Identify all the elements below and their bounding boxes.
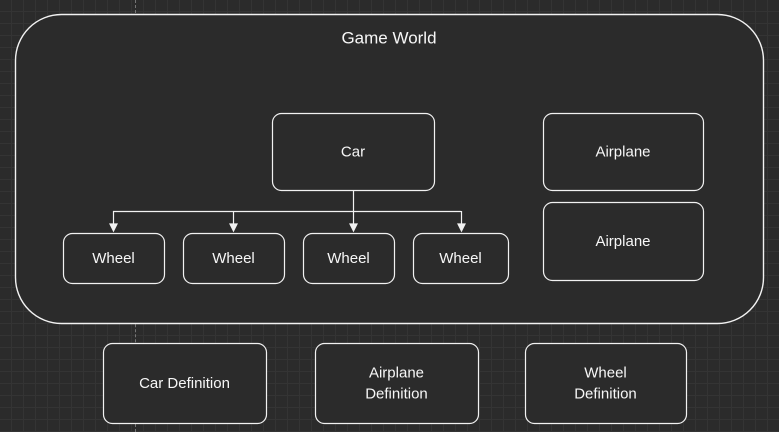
node-box-airplane-1[interactable] xyxy=(542,112,705,192)
node-box-wheel-1[interactable] xyxy=(62,232,166,285)
node-label-airplane-2: Airplane xyxy=(595,233,650,250)
definition-box-airplane-definition[interactable] xyxy=(314,342,480,425)
node-airplane-2[interactable]: Airplane xyxy=(542,201,705,282)
node-box-wheel-4[interactable] xyxy=(412,232,510,285)
arrow-head-icon-4 xyxy=(457,223,466,233)
arrow-head-icon-3 xyxy=(349,223,358,233)
node-wheel-2[interactable]: Wheel xyxy=(182,232,286,285)
definition-label-car-definition-line-1: Car Definition xyxy=(139,375,230,392)
node-airplane-1[interactable]: Airplane xyxy=(542,112,705,192)
node-label-car: Car xyxy=(341,143,365,160)
definition-label-airplane-definition-line-2: Definition xyxy=(365,385,428,402)
node-box-car[interactable] xyxy=(271,112,436,192)
node-wheel-3[interactable]: Wheel xyxy=(302,232,396,285)
node-label-wheel-3: Wheel xyxy=(327,250,370,267)
definition-label-airplane-definition-line-1: Airplane xyxy=(369,364,424,381)
node-box-wheel-3[interactable] xyxy=(302,232,396,285)
node-label-wheel-2: Wheel xyxy=(212,250,255,267)
node-label-wheel-4: Wheel xyxy=(439,250,482,267)
node-car[interactable]: Car xyxy=(271,112,436,192)
game-world-label: Game World xyxy=(341,28,436,47)
node-label-airplane-1: Airplane xyxy=(595,143,650,160)
definition-car-definition[interactable]: Car Definition xyxy=(102,342,268,425)
node-wheel-1[interactable]: Wheel xyxy=(62,232,166,285)
node-box-airplane-2[interactable] xyxy=(542,201,705,282)
arrow-head-icon-1 xyxy=(109,223,118,233)
arrow-head-icon-2 xyxy=(229,223,238,233)
definition-box-wheel-definition[interactable] xyxy=(524,342,688,425)
node-box-wheel-2[interactable] xyxy=(182,232,286,285)
definition-label-wheel-definition-line-1: Wheel xyxy=(584,364,627,381)
node-label-wheel-1: Wheel xyxy=(92,250,135,267)
definition-box-car-definition[interactable] xyxy=(102,342,268,425)
node-wheel-4[interactable]: Wheel xyxy=(412,232,510,285)
definition-label-wheel-definition-line-2: Definition xyxy=(574,385,637,402)
car-to-wheels-connectors xyxy=(109,190,466,233)
